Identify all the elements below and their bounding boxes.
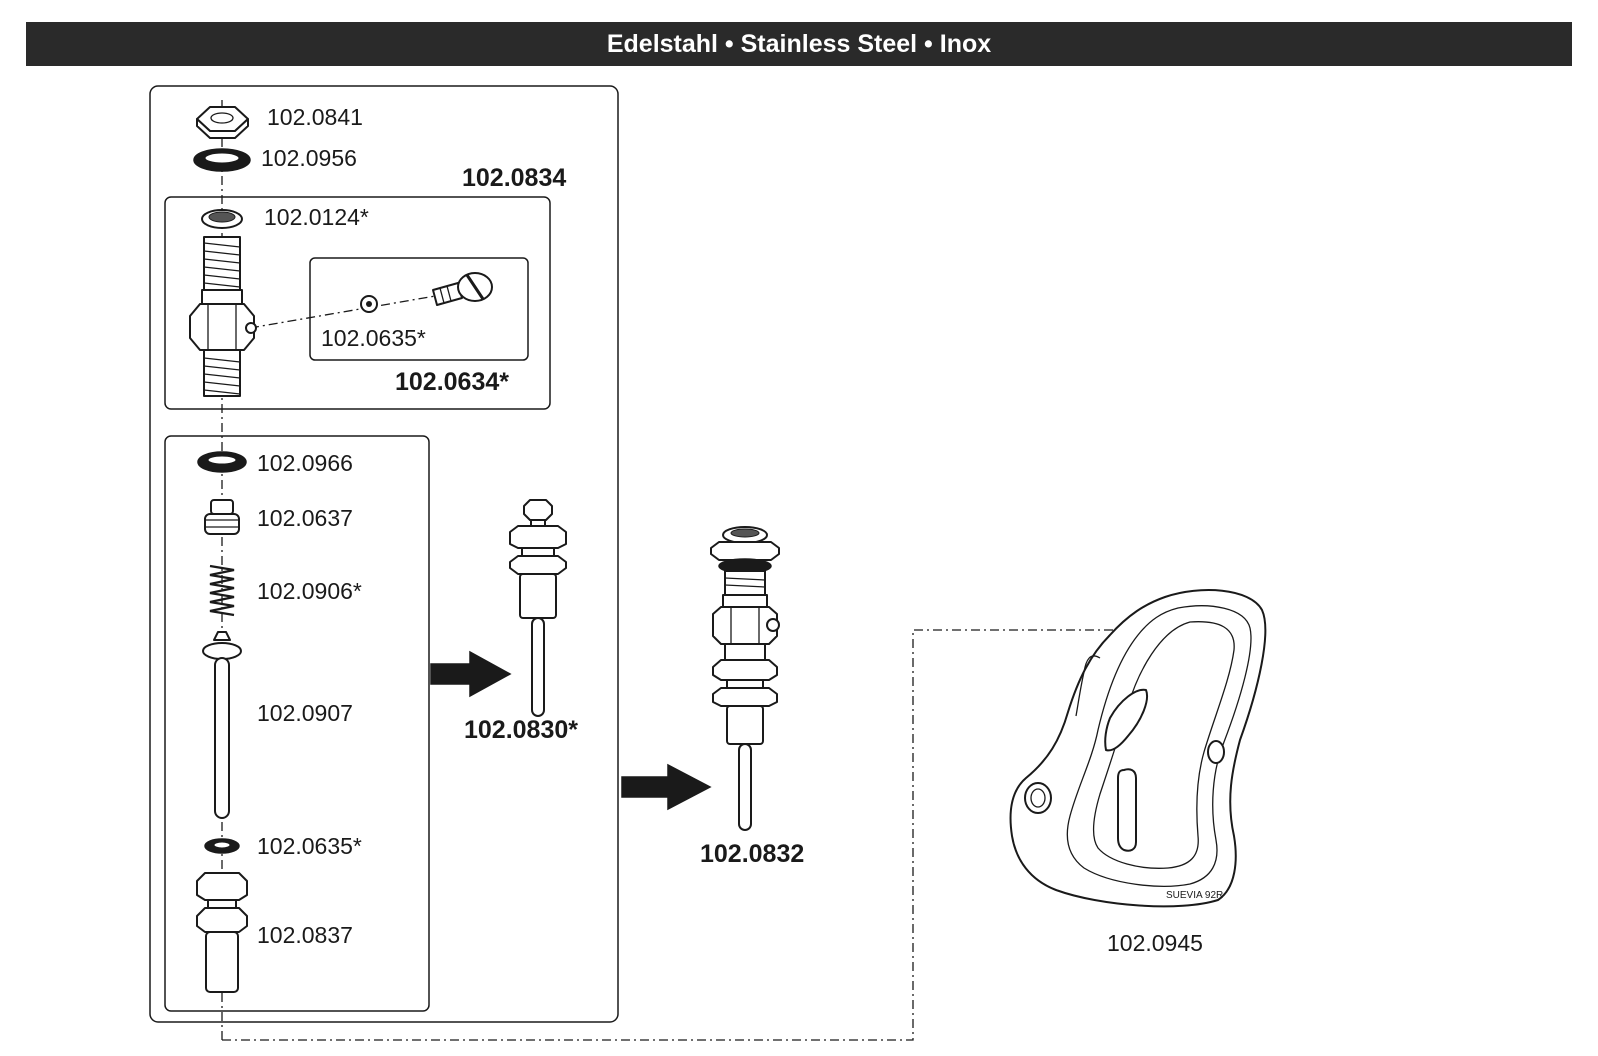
label-102-0966: 102.0966 [257, 450, 353, 476]
label-102-0635-top: 102.0635* [321, 325, 426, 351]
label-102-0634: 102.0634* [395, 368, 509, 396]
valve-body-part [189, 236, 257, 397]
sleeve-part [196, 872, 248, 993]
header-bar: Edelstahl • Stainless Steel • Inox [26, 22, 1572, 66]
fixture-0945-part: SUEVIA 92R [1009, 589, 1267, 908]
washer-0956-part [193, 148, 251, 172]
label-102-0830: 102.0830* [464, 716, 578, 744]
label-102-0907: 102.0907 [257, 700, 353, 726]
filter-screen-part [201, 209, 243, 229]
label-102-0834: 102.0834 [462, 164, 566, 192]
label-102-0841: 102.0841 [267, 104, 363, 130]
arrow-to-0830 [430, 650, 512, 698]
spring-part [209, 564, 235, 617]
oring-part-bottom [204, 838, 240, 854]
label-102-0956: 102.0956 [261, 145, 357, 171]
label-102-0637: 102.0637 [257, 505, 353, 531]
label-102-0832: 102.0832 [700, 840, 804, 868]
washer-0966-part [197, 451, 247, 473]
label-102-0635-bottom: 102.0635* [257, 833, 362, 859]
assembly-frame-0634 [309, 257, 529, 361]
assembly-frame-0830 [164, 435, 430, 1012]
pin-part [202, 631, 242, 819]
subassembly-0830-part [509, 499, 567, 717]
assembly-frame-0834 [164, 196, 551, 410]
ball-part-top [360, 295, 378, 313]
label-102-0837: 102.0837 [257, 922, 353, 948]
assembly-frame-outer [149, 85, 619, 1023]
piston-cap-part [204, 499, 240, 535]
hex-nut-part [196, 106, 249, 139]
header-title: Edelstahl • Stainless Steel • Inox [606, 30, 992, 58]
valve-0832-part [710, 526, 780, 831]
screw-part [432, 272, 493, 306]
label-102-0124: 102.0124* [264, 204, 369, 230]
label-102-0906: 102.0906* [257, 578, 362, 604]
label-102-0945: 102.0945 [1107, 930, 1203, 956]
arrow-to-0832 [621, 763, 712, 811]
product-mark: SUEVIA 92R [1166, 890, 1223, 901]
